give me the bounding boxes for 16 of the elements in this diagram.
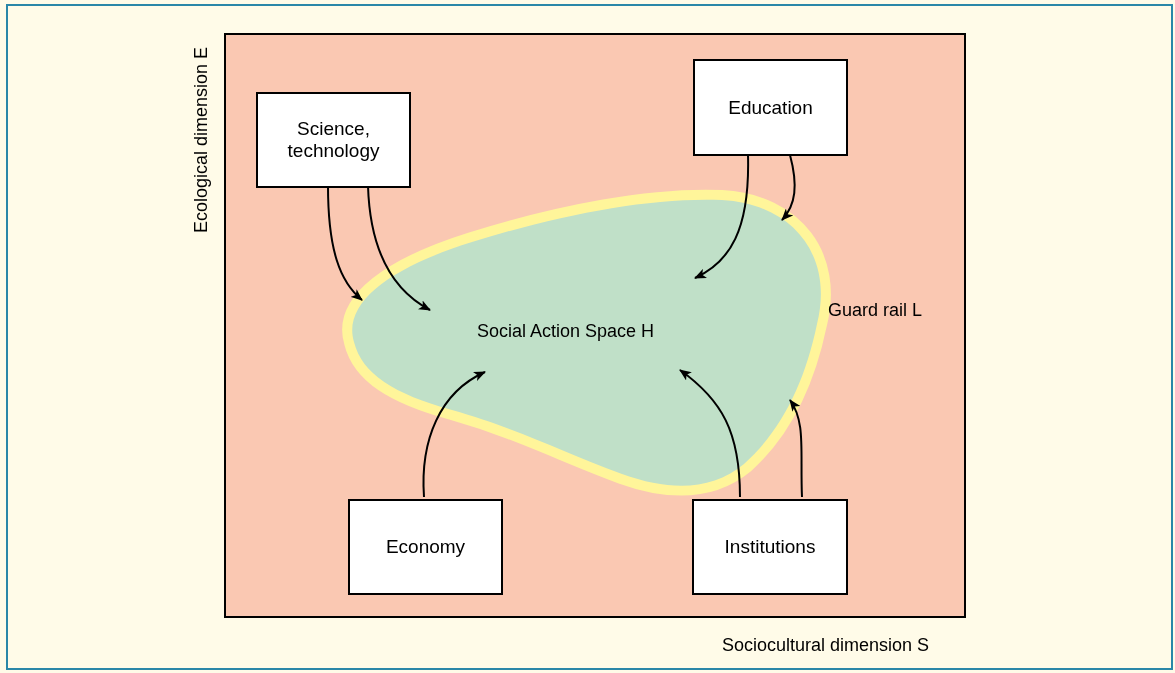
arrow [679,369,741,498]
category-box: Science, technology [256,92,411,188]
axis-label: Sociocultural dimension S [722,635,930,656]
arrow [367,185,431,311]
panel-background [224,33,966,618]
arrow [327,185,363,301]
guard-rail-label: Guard rail L [828,300,923,321]
axis-label: Ecological dimension E [190,46,212,234]
arrow [789,399,803,498]
category-box: Economy [348,499,503,595]
arrow [422,371,486,498]
arrow [781,154,796,221]
category-box: Institutions [692,499,848,595]
area-label: Social Action Space H [477,321,655,342]
arrow [694,154,750,279]
category-box: Education [693,59,848,156]
